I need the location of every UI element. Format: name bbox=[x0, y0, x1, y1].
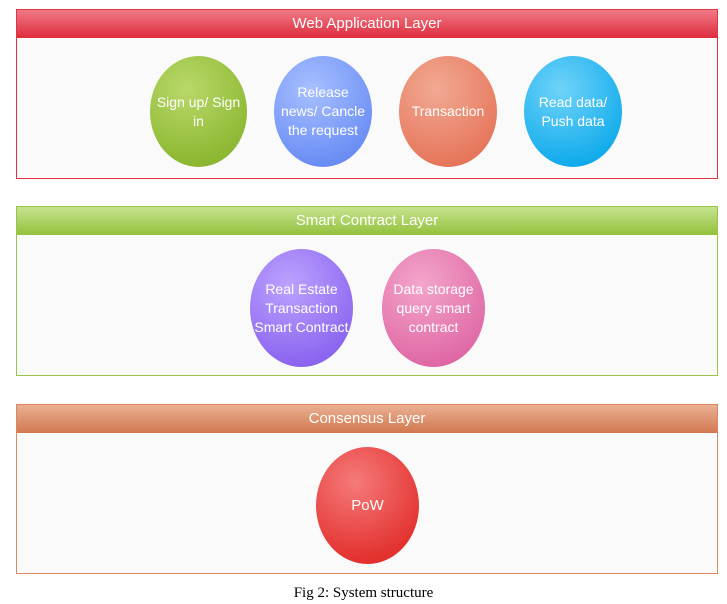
node-pow: PoW bbox=[316, 447, 419, 564]
figure-caption: Fig 2: System structure bbox=[293, 585, 434, 601]
node-read-push-data: Read data/ Push data bbox=[524, 56, 622, 167]
consensus-layer: Consensus Layer bbox=[16, 404, 718, 574]
node-data-storage-smart-contract: Data storage query smart contract bbox=[382, 249, 485, 367]
web-application-layer-title: Web Application Layer bbox=[17, 10, 717, 38]
consensus-layer-title: Consensus Layer bbox=[17, 405, 717, 433]
node-release-news: Release news/ Cancle the request bbox=[274, 56, 372, 167]
node-transaction: Transaction bbox=[399, 56, 497, 167]
node-real-estate-smart-contract: Real Estate Transaction Smart Contract bbox=[250, 249, 353, 367]
smart-contract-layer: Smart Contract Layer bbox=[16, 206, 718, 376]
smart-contract-layer-title: Smart Contract Layer bbox=[17, 207, 717, 235]
node-sign-up-sign-in: Sign up/ Sign in bbox=[150, 56, 247, 167]
